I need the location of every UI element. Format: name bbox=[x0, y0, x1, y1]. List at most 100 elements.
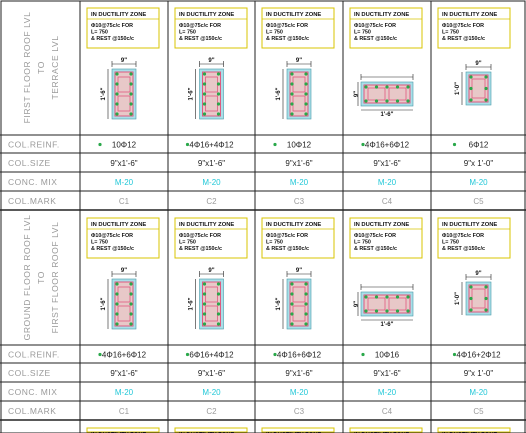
zone-title: IN DUCTILITY ZONE bbox=[179, 222, 234, 228]
rebar-bullet bbox=[98, 142, 102, 147]
rebar bbox=[202, 82, 207, 86]
level-label-line: TO bbox=[36, 271, 46, 284]
cell-reinf: 6Φ16+4Φ12 bbox=[189, 351, 234, 360]
cell-reinf: 4Φ16+6Φ12 bbox=[365, 141, 410, 150]
rebar bbox=[290, 302, 294, 306]
rebar bbox=[115, 82, 119, 86]
rebar bbox=[385, 99, 389, 103]
rebar bbox=[395, 99, 400, 103]
ductility-zone-box bbox=[86, 7, 160, 49]
dim-depth-label: 1'-6" bbox=[101, 297, 107, 310]
level-label-line: FIRST FLOOR ROOF LVL bbox=[50, 222, 60, 334]
dim-text-width: 9" bbox=[475, 61, 481, 67]
rebar-bullet bbox=[361, 142, 365, 147]
cell-size: 9"x1'-6" bbox=[198, 159, 225, 168]
rebar bbox=[115, 282, 119, 286]
rebar bbox=[469, 86, 473, 91]
row-label-mark: COL.MARK bbox=[8, 406, 56, 416]
rebar bbox=[290, 112, 294, 116]
cell-reinf: 4Φ16+6Φ12 bbox=[277, 351, 322, 360]
dim-text-width: 9" bbox=[354, 301, 360, 307]
rebar bbox=[304, 82, 308, 86]
zone-note-line: & REST @150c/c bbox=[91, 246, 134, 252]
rebar bbox=[484, 285, 488, 289]
dim-depth-label: 1'-6" bbox=[276, 87, 282, 100]
zone-title: IN DUCTILITY ZONE bbox=[266, 12, 321, 18]
zone-note-line: L= 750 bbox=[266, 30, 283, 36]
dim-text-depth: 1'-0" bbox=[455, 292, 461, 305]
rebar bbox=[216, 102, 221, 106]
ductility-zone-box bbox=[437, 217, 511, 259]
zone-note-line: L= 750 bbox=[179, 30, 196, 36]
cell-mark: C5 bbox=[473, 407, 484, 416]
rebar bbox=[129, 322, 133, 326]
cell-reinf: 10Φ16 bbox=[375, 351, 400, 360]
dim-depth-label: 1'-6" bbox=[189, 297, 195, 310]
cell-reinf: 10Φ12 bbox=[287, 141, 312, 150]
rebar bbox=[115, 72, 119, 76]
zone-note-line: & REST @150c/c bbox=[354, 36, 397, 42]
rebar bbox=[115, 312, 119, 316]
zone-note-line: & REST @150c/c bbox=[179, 246, 222, 252]
rebar bbox=[484, 98, 488, 102]
row-label-reinf: COL.REINF. bbox=[8, 350, 60, 360]
ductility-zone-box bbox=[174, 427, 248, 433]
zone-note-line: L= 750 bbox=[179, 240, 196, 246]
dim-text-depth: 1'-6" bbox=[276, 87, 282, 100]
ductility-zone-box bbox=[86, 217, 160, 259]
dim-text-width: 9" bbox=[208, 58, 214, 64]
cell-mark: C2 bbox=[206, 197, 217, 206]
rebar bbox=[304, 72, 308, 76]
rebar bbox=[290, 92, 294, 96]
stirrup bbox=[289, 71, 309, 117]
zone-note-line: L= 750 bbox=[91, 240, 108, 246]
zone-note-line: L= 750 bbox=[354, 240, 371, 246]
column-cell-5: IN DUCTILITY ZONE bbox=[437, 427, 511, 433]
rebar bbox=[216, 322, 221, 326]
rebar bbox=[484, 75, 488, 79]
rebar bbox=[290, 282, 294, 286]
cell-mark: C3 bbox=[294, 197, 305, 206]
zone-title: IN DUCTILITY ZONE bbox=[91, 12, 146, 18]
rebar bbox=[216, 302, 221, 306]
rebar bbox=[395, 295, 400, 299]
dim-depth-label: 1'-6" bbox=[189, 87, 195, 100]
rebar bbox=[374, 85, 379, 89]
rebar bbox=[374, 295, 379, 299]
rebar bbox=[115, 92, 119, 96]
zone-note-line: Φ10@75c/c FOR bbox=[179, 233, 221, 239]
ductility-zone-box bbox=[349, 217, 423, 259]
rebar bbox=[202, 92, 207, 96]
ductility-zone-box bbox=[437, 7, 511, 49]
rebar bbox=[216, 292, 221, 296]
column-cell-2: IN DUCTILITY ZONE bbox=[174, 427, 248, 433]
rebar bbox=[202, 72, 207, 76]
dim-text-depth: 1'-6" bbox=[101, 87, 107, 100]
dim-text-width: 9" bbox=[354, 91, 360, 97]
rebar bbox=[202, 312, 207, 316]
rebar bbox=[304, 292, 308, 296]
rebar bbox=[364, 309, 368, 313]
stirrup bbox=[468, 74, 489, 103]
rebar bbox=[290, 322, 294, 326]
cell-size: 9"x1'-6" bbox=[373, 159, 400, 168]
dim-text-width: 9" bbox=[296, 58, 302, 64]
column-cell-1: IN DUCTILITY ZONE bbox=[86, 427, 160, 433]
cell-size: 9"x1'-6" bbox=[373, 369, 400, 378]
dim-text-depth: 1'-6" bbox=[189, 297, 195, 310]
zone-note-line: L= 750 bbox=[442, 30, 459, 36]
rebar bbox=[129, 282, 133, 286]
cell-reinf: 4Φ16+6Φ12 bbox=[102, 351, 147, 360]
cell-mark: C5 bbox=[473, 197, 484, 206]
rebar bbox=[202, 282, 207, 286]
ductility-zone-box bbox=[261, 7, 335, 49]
stirrup bbox=[468, 284, 489, 313]
rebar bbox=[216, 282, 221, 286]
row-label-mix: CONC. MIX bbox=[8, 177, 57, 187]
zone-note-line: & REST @150c/c bbox=[442, 246, 485, 252]
rebar bbox=[216, 82, 221, 86]
